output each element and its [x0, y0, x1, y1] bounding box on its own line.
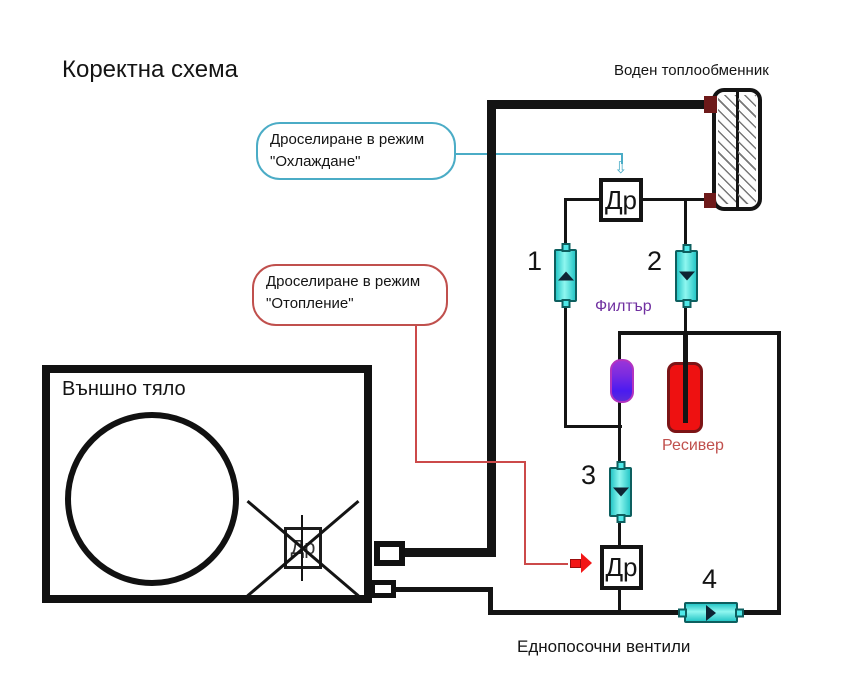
heat-exchanger [712, 88, 762, 211]
pipe-segment [777, 331, 781, 615]
pipe-segment [488, 610, 781, 615]
valve-stub [561, 243, 570, 252]
one-way-valve-1 [554, 243, 577, 308]
throttle-label: Др [605, 552, 638, 582]
pipe-segment [487, 100, 496, 557]
flow-right-icon [706, 604, 716, 621]
heating-pointer-right-icon [581, 553, 592, 573]
valve-stub [678, 608, 687, 617]
pipe-segment [564, 300, 567, 427]
fan-circle [65, 412, 239, 586]
valve-stub [682, 299, 691, 308]
pipe-segment [487, 100, 712, 109]
one-way-valve-3 [609, 461, 632, 523]
valve-2-number: 2 [647, 246, 663, 276]
pipe-segment [618, 588, 621, 614]
valve-1-number: 1 [527, 246, 543, 276]
throttle-box-heating: Др [600, 545, 643, 590]
heating-callout: Дроселиране в режим "Отопление" [252, 264, 448, 326]
outdoor-port-top [374, 541, 405, 566]
valve-stub [561, 299, 570, 308]
flow-up-icon [557, 271, 574, 280]
flow-down-icon [612, 487, 629, 497]
outdoor-unit-label: Външно тяло [62, 378, 186, 400]
valve-stub [735, 608, 744, 617]
pipe-segment [618, 400, 621, 469]
pipe-segment [488, 587, 493, 613]
pipe-segment [564, 198, 601, 201]
pipe-segment [684, 300, 687, 334]
filter-label: Филтър [595, 298, 652, 315]
pipe-segment [684, 200, 687, 252]
outdoor-port-bottom [370, 580, 396, 598]
one-way-valve-2 [675, 244, 698, 308]
valve-stub [616, 514, 625, 523]
pipe-segment [564, 200, 567, 250]
heating-leader-line [415, 461, 526, 463]
receiver-label: Ресивер [662, 437, 724, 454]
pipe-segment [392, 587, 492, 592]
throttle-label: Др [604, 184, 638, 215]
valve-stub [616, 461, 625, 470]
pipe-connector [704, 193, 716, 208]
pipe-segment [400, 548, 496, 557]
heating-callout-line1: Дроселиране в режим [266, 273, 421, 290]
pipe-segment [641, 198, 711, 201]
cooling-leader-line [621, 153, 623, 164]
valve-4-number: 4 [702, 564, 718, 594]
heat-exchanger-label: Воден топлообменник [614, 62, 769, 79]
heating-leader-line [415, 326, 417, 463]
filter [610, 359, 634, 403]
pipe-segment [564, 425, 622, 428]
heat-exchanger-hatch [738, 95, 756, 204]
heating-leader-line [524, 461, 526, 565]
heating-callout-line2: "Отопление" [266, 294, 354, 312]
heating-pointer-right-icon [570, 559, 581, 568]
cooling-callout-line2: "Охлаждане" [270, 152, 361, 170]
cooling-callout: Дроселиране в режим "Охлаждане" [256, 122, 456, 180]
receiver-dip-tube [683, 333, 688, 423]
one-way-valves-label: Еднопосочни вентили [517, 637, 691, 656]
heating-leader-line [524, 563, 568, 565]
pipe-segment [618, 515, 621, 547]
valve-stub [682, 244, 691, 253]
valve-3-number: 3 [581, 460, 597, 490]
cooling-callout-line1: Дроселиране в режим [270, 131, 425, 148]
pipe-segment [618, 331, 781, 335]
pipe-segment [618, 333, 621, 363]
throttle-box-cooling: Др [599, 178, 643, 222]
cooling-pointer-down-icon: ⇩ [614, 158, 628, 177]
heat-exchanger-divider [735, 92, 739, 207]
heat-exchanger-hatch [718, 95, 736, 204]
pipe-connector [704, 96, 717, 113]
page-title: Коректна схема [62, 56, 238, 83]
cooling-leader-line [454, 153, 623, 155]
flow-down-icon [678, 271, 695, 281]
one-way-valve-4 [678, 602, 744, 623]
